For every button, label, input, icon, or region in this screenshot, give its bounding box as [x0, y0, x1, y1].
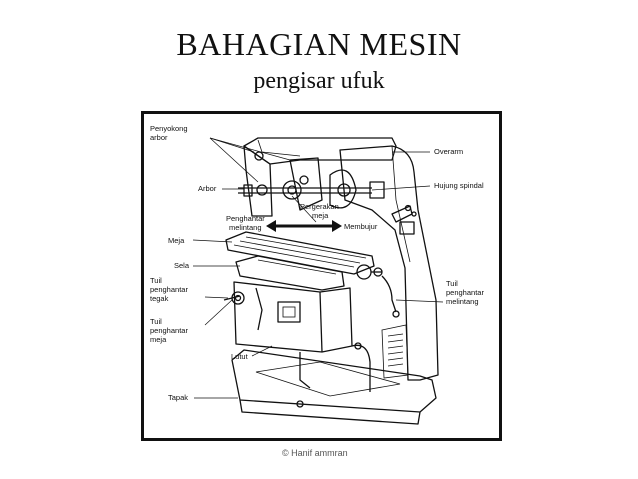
label-pergerakan-meja-1: Pergerakan [300, 202, 339, 211]
machine-knee [223, 275, 400, 353]
label-hujung-spindal: Hujung spindal [434, 181, 484, 190]
label-tuil-melintang-2: penghantar [446, 288, 484, 297]
label-tuil-meja-1: Tuil [150, 317, 162, 326]
machine-saddle [235, 255, 345, 291]
label-penyokong-arbor-2: arbor [150, 133, 168, 142]
label-tuil-meja-3: meja [150, 335, 167, 344]
diagram-frame [141, 111, 502, 441]
label-tuil-melintang-3: melintang [446, 297, 479, 306]
part-labels: Penyokong arbor Overarm Arbor Hujung spi… [150, 124, 484, 402]
slide-title: BAHAGIAN MESIN [176, 26, 462, 62]
leader-lines [192, 137, 444, 399]
label-tuil-tegak-2: penghantar [150, 285, 188, 294]
machine-column [339, 145, 439, 381]
credit-text: © Hanif ammran [282, 448, 348, 458]
label-penghantar-melintang-2: melintang [229, 223, 262, 232]
label-pergerakan-meja-2: meja [312, 211, 329, 220]
label-tuil-tegak-3: tegak [150, 294, 169, 303]
machine-base [231, 349, 437, 425]
label-membujur: Membujur [344, 222, 378, 231]
label-arbor: Arbor [198, 184, 217, 193]
label-meja: Meja [168, 236, 185, 245]
machine-overarm [243, 137, 397, 165]
label-penyokong-arbor-1: Penyokong [150, 124, 188, 133]
label-lutut: Lutut [231, 352, 249, 361]
label-sela: Sela [174, 261, 190, 270]
movement-arrow [266, 220, 342, 232]
label-tuil-tegak-1: Tuil [150, 276, 162, 285]
machine-table [225, 231, 383, 280]
label-overarm: Overarm [434, 147, 463, 156]
arbor-cutter [238, 169, 385, 209]
label-tapak: Tapak [168, 393, 188, 402]
label-penghantar-melintang-1: Penghantar [226, 214, 265, 223]
elevating-screw [299, 342, 371, 392]
label-tuil-melintang-1: Tuil [446, 279, 458, 288]
slide-subtitle: pengisar ufuk [253, 68, 385, 94]
label-tuil-meja-2: penghantar [150, 326, 188, 335]
